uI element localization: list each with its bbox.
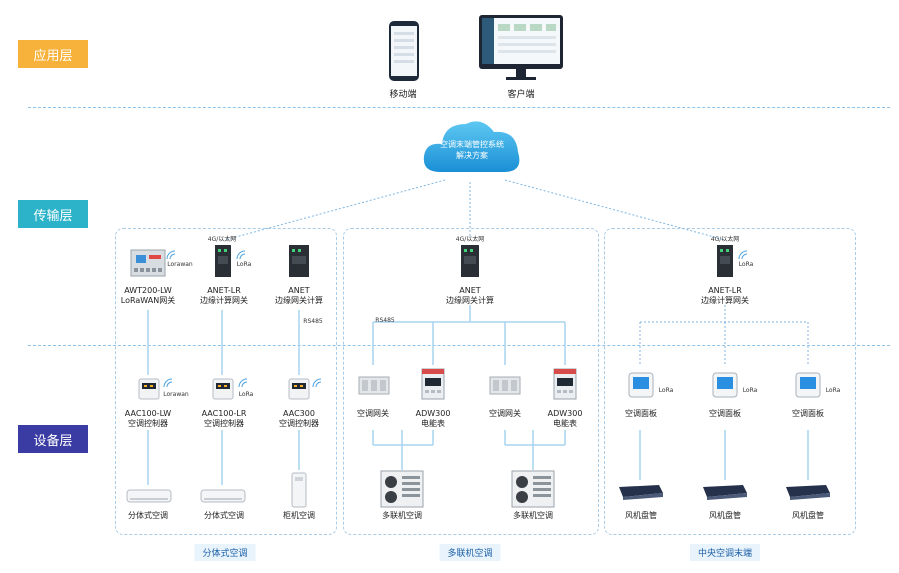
panel-1-label: 空调面板 (625, 409, 657, 418)
rs485-label-1: RS485 (303, 318, 323, 325)
multi-split-2-label: 多联机空调 (513, 511, 553, 520)
group-split (115, 228, 337, 535)
anet-lr-name: ANET-LR (207, 286, 241, 295)
panel-2-tag: LoRa (742, 387, 758, 394)
cabinet-ac-icon (291, 472, 307, 508)
adw300-2-name: ADW300 (547, 409, 583, 418)
mobile-label: 移动端 (389, 90, 417, 100)
awt200-sub: LoRaWAN网关 (120, 296, 176, 305)
fan-coil-1-icon (619, 485, 663, 500)
rs485-label-2: RS485 (375, 317, 395, 324)
ac-panel-3-icon (795, 372, 821, 398)
anet-lr2-name: ANET-LR (708, 286, 742, 295)
caption-split: 分体式空调 (194, 544, 256, 561)
net-label-2: 4G/以太网 (455, 236, 485, 243)
fan-coil-3-label: 风机盘管 (792, 511, 824, 520)
multi-split-outdoor-2-icon (511, 470, 555, 508)
ac-gateway-2-icon (489, 376, 521, 395)
ac-gateway-2-label: 空调网关 (489, 409, 521, 418)
ac-panel-2-icon (712, 372, 738, 398)
split-ac-2-label: 分体式空调 (204, 511, 244, 520)
divider-app (28, 107, 890, 108)
panel-3-tag: LoRa (825, 387, 841, 394)
anet-lr2-sub: 边缘计算网关 (701, 296, 749, 305)
net-label-3: 4G/以太网 (710, 236, 740, 243)
anet-name: ANET (288, 286, 310, 295)
wireless-icon (166, 250, 176, 260)
net-label-1: 4G/以太网 (207, 236, 237, 243)
wireless-icon (738, 250, 748, 260)
multi-split-1-label: 多联机空调 (382, 511, 422, 520)
panel-1-tag: LoRa (658, 387, 674, 394)
panel-2-label: 空调面板 (709, 409, 741, 418)
anet-lr-sub: 边缘计算网关 (200, 296, 248, 305)
adw300-2-sub: 电能表 (553, 419, 577, 428)
anet-lr-gateway-2-icon (717, 245, 733, 277)
wireless-icon (238, 378, 248, 388)
cloud-title: 空调末端管控系统 (440, 140, 504, 149)
anet-lr-gateway-icon (215, 245, 231, 277)
panel-3-label: 空调面板 (792, 409, 824, 418)
device-layer-tag: 设备层 (18, 425, 88, 453)
wireless-icon (312, 378, 322, 388)
aac100-lr-sub: 空调控制器 (204, 419, 244, 428)
aac100-lw-name: AAC100-LW (124, 409, 172, 418)
aac300-name: AAC300 (283, 409, 315, 418)
fan-coil-2-icon (703, 485, 747, 500)
ac-gateway-1-icon (358, 376, 390, 395)
aac100-lr-name: AAC100-LR (201, 409, 247, 418)
fan-coil-1-label: 风机盘管 (625, 511, 657, 520)
awt200-tag: Lorawan (167, 261, 193, 268)
wireless-icon (236, 250, 246, 260)
cabinet-ac-label: 柜机空调 (283, 511, 315, 520)
split-ac-1-label: 分体式空调 (128, 511, 168, 520)
aac100-lw-tag: Lorawan (163, 391, 189, 398)
group-multi (343, 228, 599, 535)
anet-sub: 边缘网关计算 (275, 296, 323, 305)
anet2-name: ANET (459, 286, 481, 295)
awt200-name: AWT200-LW (124, 286, 172, 295)
adw300-1-sub: 电能表 (421, 419, 445, 428)
group-central (604, 228, 856, 535)
aac300-controller-icon (288, 378, 310, 400)
aac100-lw-sub: 空调控制器 (128, 419, 168, 428)
anet-gateway-2-icon (461, 245, 479, 277)
split-ac-2-icon (200, 489, 246, 503)
caption-central: 中央空调末端 (689, 544, 761, 561)
transport-layer-tag: 传输层 (18, 200, 88, 228)
anet-gateway-icon (289, 245, 309, 277)
aac100-lr-controller-icon (212, 378, 234, 400)
fan-coil-2-label: 风机盘管 (709, 511, 741, 520)
anet-lr2-tag: LoRa (738, 261, 754, 268)
wireless-icon (163, 378, 173, 388)
awt200-gateway-icon (130, 249, 166, 277)
anet-lr-tag: LoRa (236, 261, 252, 268)
split-ac-1-icon (126, 489, 172, 503)
adw300-1-name: ADW300 (415, 409, 451, 418)
adw300-meter-1-icon (421, 368, 445, 400)
adw300-meter-2-icon (553, 368, 577, 400)
divider-device (28, 345, 890, 346)
desktop-monitor-icon (479, 15, 563, 80)
caption-multi: 多联机空调 (439, 544, 501, 561)
multi-split-outdoor-1-icon (380, 470, 424, 508)
aac100-lw-controller-icon (138, 378, 160, 400)
ac-panel-1-icon (628, 372, 654, 398)
fan-coil-3-icon (786, 485, 830, 500)
anet2-sub: 边缘网关计算 (446, 296, 494, 305)
cloud-subtitle: 解决方案 (456, 151, 488, 160)
aac100-lr-tag: LoRa (238, 391, 254, 398)
cloud-icon (423, 121, 520, 172)
aac300-sub: 空调控制器 (279, 419, 319, 428)
mobile-phone-icon (389, 21, 419, 81)
app-layer-tag: 应用层 (18, 40, 88, 68)
client-label: 客户端 (507, 90, 535, 100)
ac-gateway-1-label: 空调网关 (357, 409, 389, 418)
